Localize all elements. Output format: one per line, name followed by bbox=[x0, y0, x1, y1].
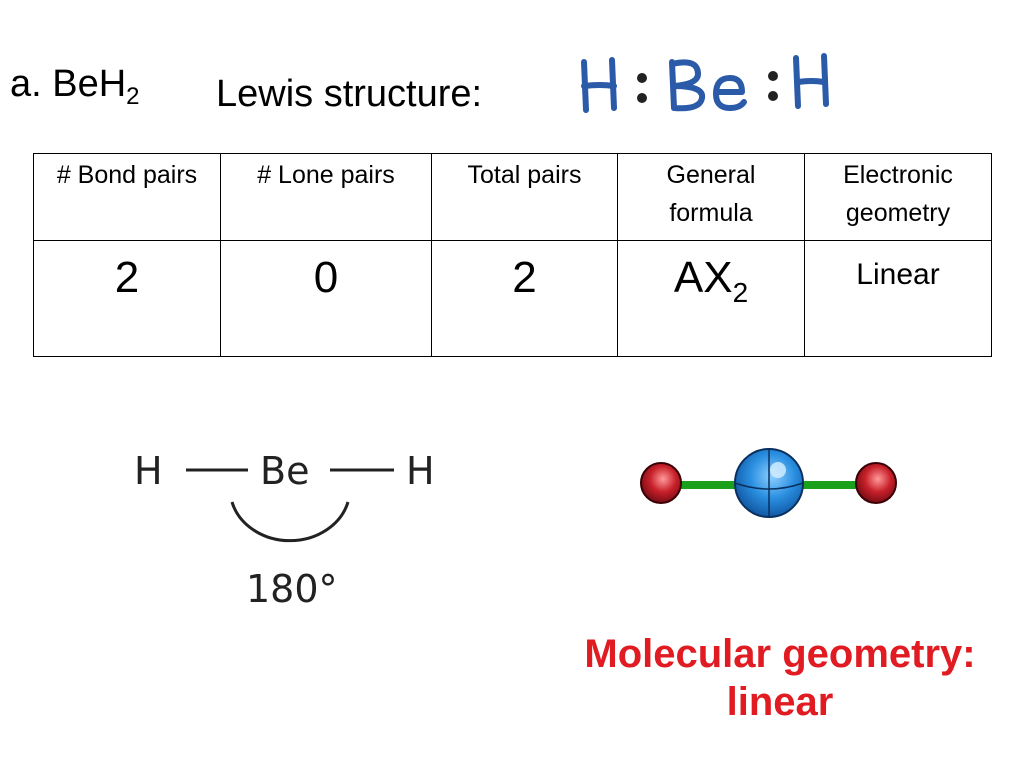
header-total-pairs: Total pairs bbox=[431, 153, 618, 241]
lewis-dot bbox=[768, 91, 778, 101]
table-header-row: # Bond pairs # Lone pairs Total pairs Ge… bbox=[33, 153, 992, 241]
cell-electronic-geometry: Linear bbox=[804, 240, 992, 357]
hydrogen-atom-right bbox=[855, 462, 897, 504]
formula-subscript: 2 bbox=[732, 277, 749, 308]
angle-arc bbox=[230, 501, 350, 543]
hydrogen-atom-left bbox=[640, 462, 682, 504]
cell-general-formula: AX2 bbox=[617, 240, 805, 357]
cell-bond-pairs: 2 bbox=[33, 240, 221, 357]
angle-center-atom: Be bbox=[260, 449, 309, 493]
cell-total-pairs: 2 bbox=[431, 240, 618, 357]
lewis-structure-drawing bbox=[581, 53, 829, 113]
atom-equator bbox=[734, 482, 804, 490]
lewis-h-left-stroke3 bbox=[609, 57, 617, 111]
compound-name: a. BeH bbox=[10, 63, 127, 105]
lewis-b-letter bbox=[669, 59, 706, 112]
lewis-e-letter bbox=[713, 75, 747, 111]
header-lone-pairs: # Lone pairs bbox=[220, 153, 432, 241]
lewis-dot bbox=[637, 93, 647, 103]
lewis-h-right-stroke2 bbox=[795, 78, 827, 85]
compound-subscript: 2 bbox=[126, 83, 140, 110]
lewis-h-left-stroke2 bbox=[581, 82, 617, 89]
table-row: 2 0 2 AX2 Linear bbox=[33, 240, 992, 357]
lewis-h-right-stroke3 bbox=[821, 53, 829, 107]
atom-highlight bbox=[770, 462, 786, 478]
molecular-geometry-caption: Molecular geometry: linear bbox=[520, 630, 1024, 726]
bond-angle-diagram: H Be H 180° bbox=[134, 449, 435, 611]
molecule-3d-model bbox=[640, 448, 897, 518]
molecular-geometry-label: Molecular geometry: bbox=[584, 632, 976, 676]
cell-lone-pairs: 0 bbox=[220, 240, 432, 357]
lewis-dot bbox=[637, 73, 647, 83]
formula-base: AX bbox=[673, 253, 733, 302]
vsepr-table: # Bond pairs # Lone pairs Total pairs Ge… bbox=[33, 153, 992, 357]
angle-right-atom: H bbox=[406, 449, 435, 493]
lewis-dot bbox=[768, 71, 778, 81]
header-bond-pairs: # Bond pairs bbox=[33, 153, 221, 241]
angle-label: 180° bbox=[246, 567, 338, 611]
molecular-geometry-value: linear bbox=[726, 680, 834, 724]
lewis-structure-label: Lewis structure: bbox=[216, 73, 483, 115]
angle-left-atom: H bbox=[134, 449, 163, 493]
compound-title: a. BeH2 bbox=[10, 62, 140, 119]
